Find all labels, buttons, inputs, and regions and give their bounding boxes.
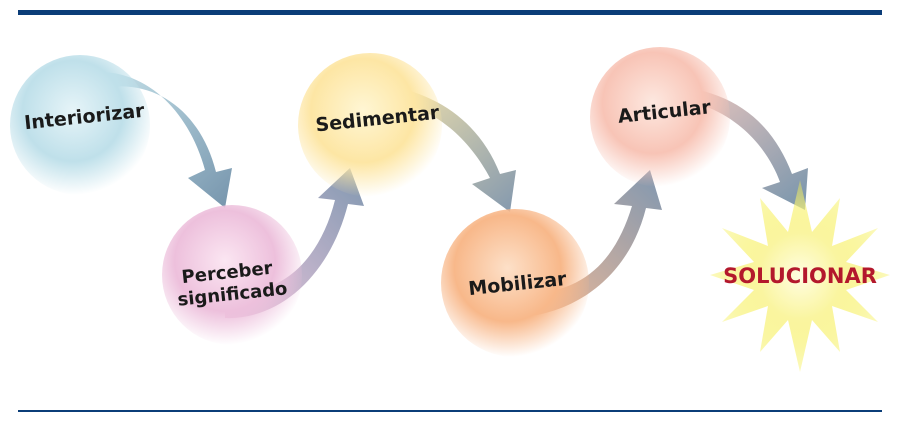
step-mobilizar: Mobilizar — [441, 209, 589, 357]
svg-text:SOLUCIONAR: SOLUCIONAR — [723, 264, 877, 288]
goal-solucionar: SOLUCIONAR — [710, 180, 890, 372]
top-rule — [18, 10, 882, 15]
step-interiorizar: Interiorizar — [10, 55, 150, 195]
arrow-interiorizar-to-perceber — [95, 71, 232, 208]
starburst-icon — [710, 180, 890, 372]
bottom-rule — [18, 410, 882, 412]
step-perceber-significado: Perceber significado — [162, 205, 302, 345]
goal-label: SOLUCIONAR — [723, 264, 877, 288]
step-articular: Articular — [590, 47, 730, 187]
step-sedimentar: Sedimentar — [298, 53, 442, 197]
